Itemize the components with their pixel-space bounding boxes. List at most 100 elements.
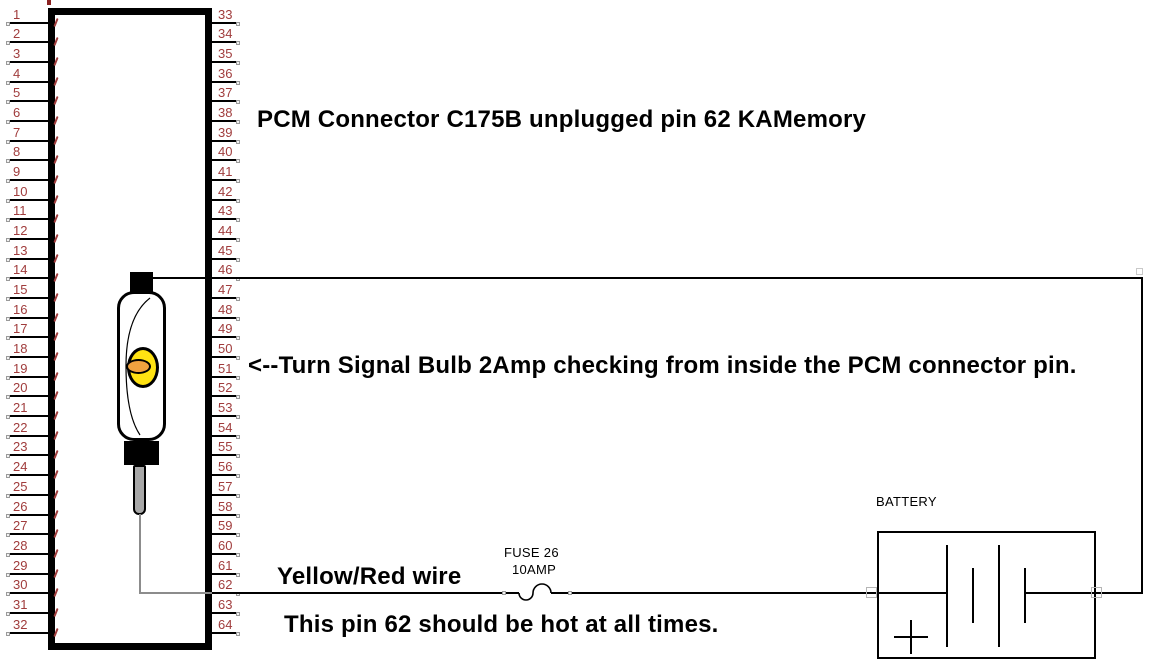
pin-endpoint-handle: [6, 533, 10, 538]
pin-endpoint-handle: [236, 21, 240, 26]
pin-endpoint-handle: [236, 454, 240, 459]
pin-endpoint-handle: [236, 493, 240, 498]
pin-number: 36: [218, 65, 233, 81]
pin-number: 8: [13, 144, 21, 160]
pin-number: 41: [218, 163, 233, 179]
pin-number: 58: [218, 498, 233, 514]
pin-endpoint-handle: [6, 415, 10, 420]
pin-number: 31: [13, 596, 28, 612]
pin-number: 53: [218, 400, 233, 416]
pin-endpoint-handle: [236, 513, 240, 518]
pin-endpoint-handle: [6, 100, 10, 105]
pin-number: 64: [218, 616, 233, 632]
pin-line: [10, 198, 48, 201]
wire-corner-handle: [1136, 268, 1143, 275]
pin-endpoint-handle: [6, 395, 10, 400]
pin-endpoint-handle: [6, 592, 10, 597]
pin-endpoint-handle: [236, 178, 240, 183]
pin-line: [10, 297, 48, 300]
pin-number: 19: [13, 360, 28, 376]
bulb-note-text: <--Turn Signal Bulb 2Amp checking from i…: [248, 352, 1077, 379]
pin-line: [10, 592, 48, 595]
pin-number: 50: [218, 341, 233, 357]
pin-endpoint-handle: [236, 316, 240, 321]
battery-plate-short: [972, 568, 974, 623]
pin-endpoint-handle: [236, 415, 240, 420]
pin-line: [10, 60, 48, 63]
pin-line: [10, 119, 48, 122]
pin-number: 32: [13, 616, 28, 632]
pin-endpoint-handle: [6, 119, 10, 124]
pin-line: [10, 611, 48, 614]
wire-color-label: Yellow/Red wire: [277, 563, 462, 590]
pin-number: 11: [13, 203, 27, 219]
pin-endpoint-handle: [6, 297, 10, 302]
pin-line: [10, 434, 48, 437]
pin-line: [212, 159, 238, 162]
pin-line: [212, 257, 238, 260]
pin-endpoint-handle: [6, 336, 10, 341]
pin-endpoint-handle: [236, 631, 240, 636]
pin-endpoint-handle: [236, 119, 240, 124]
pin-number: 46: [218, 262, 233, 278]
pin-number: 2: [13, 26, 21, 42]
pin-line: [10, 415, 48, 418]
pin-number: 23: [13, 439, 28, 455]
pin-line: [10, 316, 48, 319]
pin-number: 15: [13, 282, 28, 298]
pin-number: 25: [13, 478, 28, 494]
pin-line: [10, 356, 48, 359]
pin-line: [10, 631, 48, 634]
pin-number: 49: [218, 321, 233, 337]
pin-number: 47: [218, 282, 233, 298]
pin-endpoint-handle: [6, 237, 10, 242]
pin-endpoint-handle: [236, 159, 240, 164]
pin-number: 20: [13, 380, 28, 396]
pin-endpoint-handle: [236, 611, 240, 616]
pin-line: [10, 277, 48, 280]
pin-number: 28: [13, 537, 28, 553]
pin-endpoint-handle: [236, 434, 240, 439]
test-light-probe: [133, 465, 146, 515]
battery-plate-long: [998, 545, 1000, 647]
pin-endpoint-handle: [6, 21, 10, 26]
pin-number: 17: [13, 321, 28, 337]
pin-number: 10: [13, 183, 28, 199]
wire-battery-to-corner: [1025, 592, 1143, 594]
pin-number: 37: [218, 85, 233, 101]
wire-right-vertical-rail: [1141, 277, 1143, 594]
pin-number: 48: [218, 301, 233, 317]
pin-number: 7: [13, 124, 21, 140]
pin-endpoint-handle: [6, 493, 10, 498]
pin-endpoint-handle: [6, 316, 10, 321]
pin-line: [212, 297, 238, 300]
pin-line: [212, 80, 238, 83]
pin-endpoint-handle: [236, 336, 240, 341]
pin-line: [10, 474, 48, 477]
fuse-name-label: FUSE 26: [504, 545, 559, 560]
pin-number: 5: [13, 85, 21, 101]
pin-number: 24: [13, 459, 28, 475]
pin-endpoint-handle: [236, 533, 240, 538]
pin-endpoint-handle: [6, 257, 10, 262]
test-light-base: [124, 441, 159, 465]
pin-line: [212, 336, 238, 339]
pin-line: [212, 415, 238, 418]
pin-line: [212, 395, 238, 398]
pin-endpoint-handle: [236, 356, 240, 361]
pin-number: 34: [218, 26, 233, 42]
pin-number: 54: [218, 419, 233, 435]
pin-endpoint-handle: [236, 41, 240, 46]
pin-endpoint-handle: [236, 395, 240, 400]
pin-number: 44: [218, 222, 233, 238]
pin-number: 43: [218, 203, 233, 219]
pin-line: [212, 41, 238, 44]
pin-line: [10, 395, 48, 398]
pin-number: 60: [218, 537, 233, 553]
pin-endpoint-handle: [236, 474, 240, 479]
pin-line: [10, 21, 48, 24]
pin-number: 9: [13, 163, 21, 179]
pin-number: 18: [13, 341, 28, 357]
pin-endpoint-handle: [6, 631, 10, 636]
